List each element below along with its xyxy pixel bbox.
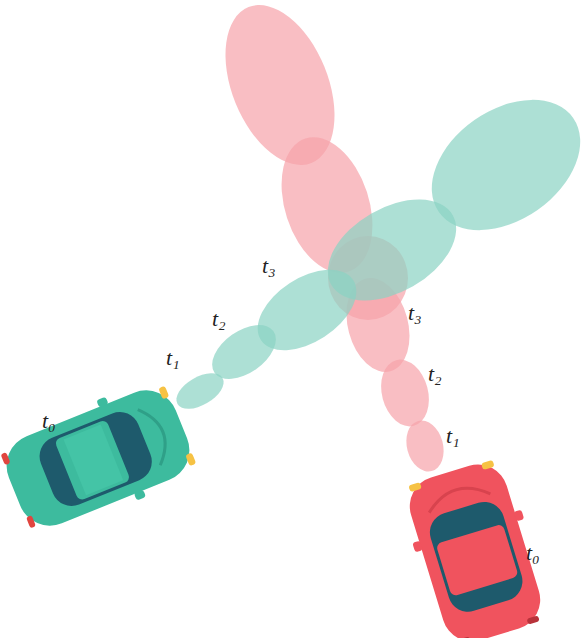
time-label: t₀ xyxy=(526,542,540,564)
uncertainty-ellipse xyxy=(170,366,229,416)
headlight xyxy=(481,460,495,470)
car-hood-line xyxy=(425,481,490,513)
uncertainty-ellipse xyxy=(401,416,449,476)
time-label: t₁ xyxy=(166,347,180,369)
time-label: t₂ xyxy=(212,308,226,330)
car-windows xyxy=(425,497,528,617)
headlight xyxy=(185,452,196,466)
car-mirror xyxy=(412,541,423,553)
red-car xyxy=(396,455,555,638)
green-car xyxy=(0,374,202,542)
headlight xyxy=(408,482,422,492)
taillight xyxy=(458,636,471,638)
car-mirror xyxy=(96,397,108,408)
car-mirror xyxy=(134,489,146,500)
car-body xyxy=(0,381,199,536)
time-label: t₂ xyxy=(428,363,442,385)
car-hood-line xyxy=(138,404,174,465)
taillight xyxy=(0,452,10,465)
car-windows xyxy=(34,406,158,512)
taillight xyxy=(526,615,539,624)
uncertainty-ellipse xyxy=(374,354,436,432)
time-label: t₀ xyxy=(42,410,56,432)
green-uncertainty xyxy=(170,73,583,416)
car-mirror xyxy=(514,510,525,522)
taillight xyxy=(26,515,36,528)
time-label: t₃ xyxy=(262,255,276,277)
car-roof-highlight xyxy=(64,425,124,496)
headlight xyxy=(158,386,169,400)
time-label: t₃ xyxy=(408,302,422,324)
time-label: t₁ xyxy=(446,425,460,447)
car-body xyxy=(402,457,547,638)
car-roof xyxy=(54,419,131,501)
car-roof xyxy=(436,524,519,597)
